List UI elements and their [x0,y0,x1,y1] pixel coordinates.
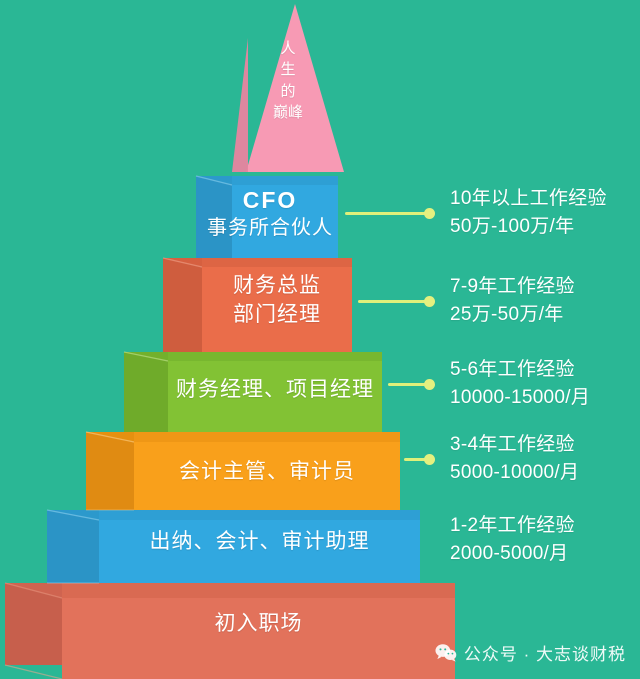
apex-char-4: 巅峰 [272,103,303,121]
tier-director-front-face [202,267,352,352]
annotation-cfo-line2: 50万-100万/年 [450,215,575,237]
tier-entry-corner [5,583,62,598]
apex-label: 人 生 的 巅峰 [232,38,344,123]
tier-label-entry: 初入职场 [62,611,455,637]
tier-entry-front-face [62,598,455,679]
pyramid-tier-assistant [46,509,420,584]
tier-supervisor-front-face [134,442,400,510]
connector-dot-supervisor [424,454,435,465]
connector-line-supervisor [404,458,428,461]
annotation-director-line1: 7-9年工作经验 [450,276,575,297]
apex-char-3: 的 [280,82,296,100]
tier-label-manager-line1: 财务经理、项目经理 [176,378,374,401]
tier-entry-edge-top [4,582,63,599]
apex-front-face [246,4,344,172]
tier-label-entry-line1: 初入职场 [214,612,303,635]
tier-entry-bevel [62,583,455,598]
tier-entry-left-face [5,583,62,665]
tier-director-left-face [163,258,202,352]
tier-director-edge-top [162,257,203,268]
watermark: 公众号 · 大志谈财税 [435,640,626,665]
tier-label-cfo: CFO 事务所合伙人 [202,186,338,240]
tier-label-supervisor-line1: 会计主管、审计员 [179,460,355,483]
tier-cfo-front-face [232,185,338,258]
tier-assistant-edge-top [46,509,100,521]
tier-supervisor-left-face [86,432,134,510]
annotation-assistant-line1: 1-2年工作经验 [450,515,575,536]
annotation-director-line2: 25万-50万/年 [450,303,564,325]
pyramid-tier-manager [123,351,382,432]
tier-manager-front-face [168,361,382,432]
tier-label-assistant-line1: 出纳、会计、审计助理 [149,530,370,553]
tier-manager-left-face [124,352,168,432]
connector-dot-director [424,296,435,307]
tier-director-bevel [202,258,352,267]
watermark-text: 公众号 · 大志谈财税 [463,645,626,664]
tier-assistant-front-face [99,520,420,583]
tier-manager-bevel [168,352,382,361]
tier-cfo-left-face [196,176,232,258]
annotation-cfo: 10年以上工作经验 50万-100万/年 [450,185,607,240]
tier-supervisor-bevel [134,432,400,442]
pyramid-tier-director [162,257,352,352]
tier-manager-edge-top [123,351,169,362]
tier-label-director-line1: 财务总监 [233,274,321,297]
tier-entry-edge [4,664,63,679]
annotation-assistant: 1-2年工作经验 2000-5000/月 [450,512,575,567]
tier-label-supervisor: 会计主管、审计员 [134,459,400,485]
annotation-supervisor-line1: 3-4年工作经验 [450,434,575,455]
tier-label-assistant: 出纳、会计、审计助理 [99,529,420,555]
apex-char-2: 生 [280,61,296,79]
connector-dot-manager [424,379,435,390]
tier-cfo-bevel [232,176,338,185]
annotation-manager-line1: 5-6年工作经验 [450,359,575,380]
annotation-supervisor: 3-4年工作经验 5000-10000/月 [450,431,579,486]
tier-label-director-line2: 部门经理 [233,302,321,326]
tier-label-director: 财务总监 部门经理 [202,273,352,327]
tier-assistant-bevel [99,510,420,520]
pyramid-tier-entry-level [4,582,455,679]
apex-left-face [232,38,248,172]
annotation-director: 7-9年工作经验 25万-50万/年 [450,273,575,328]
tier-label-cfo-line1: CFO [242,187,298,213]
tier-assistant-left-face [47,510,99,583]
connector-dot-cfo [424,208,435,219]
tier-label-manager: 财务经理、项目经理 [168,377,382,403]
tier-cfo-edge-top [195,175,233,186]
connector-line-cfo [345,212,427,215]
pyramid-tier-supervisor [85,431,400,511]
apex-char-1: 人 [280,40,296,57]
tier-label-cfo-line2: 事务所合伙人 [207,217,333,240]
annotation-supervisor-line2: 5000-10000/月 [450,461,580,483]
annotation-manager-line2: 10000-15000/月 [450,386,591,408]
annotation-manager: 5-6年工作经验 10000-15000/月 [450,356,590,411]
connector-line-director [358,300,427,303]
connector-line-manager [388,383,427,386]
wechat-icon [435,644,457,662]
pyramid-tier-cfo [195,175,338,258]
annotation-cfo-line1: 10年以上工作经验 [450,188,607,209]
tier-supervisor-edge-top [85,431,135,443]
annotation-assistant-line2: 2000-5000/月 [450,542,569,564]
pyramid-apex: 人 生 的 巅峰 [232,4,344,176]
